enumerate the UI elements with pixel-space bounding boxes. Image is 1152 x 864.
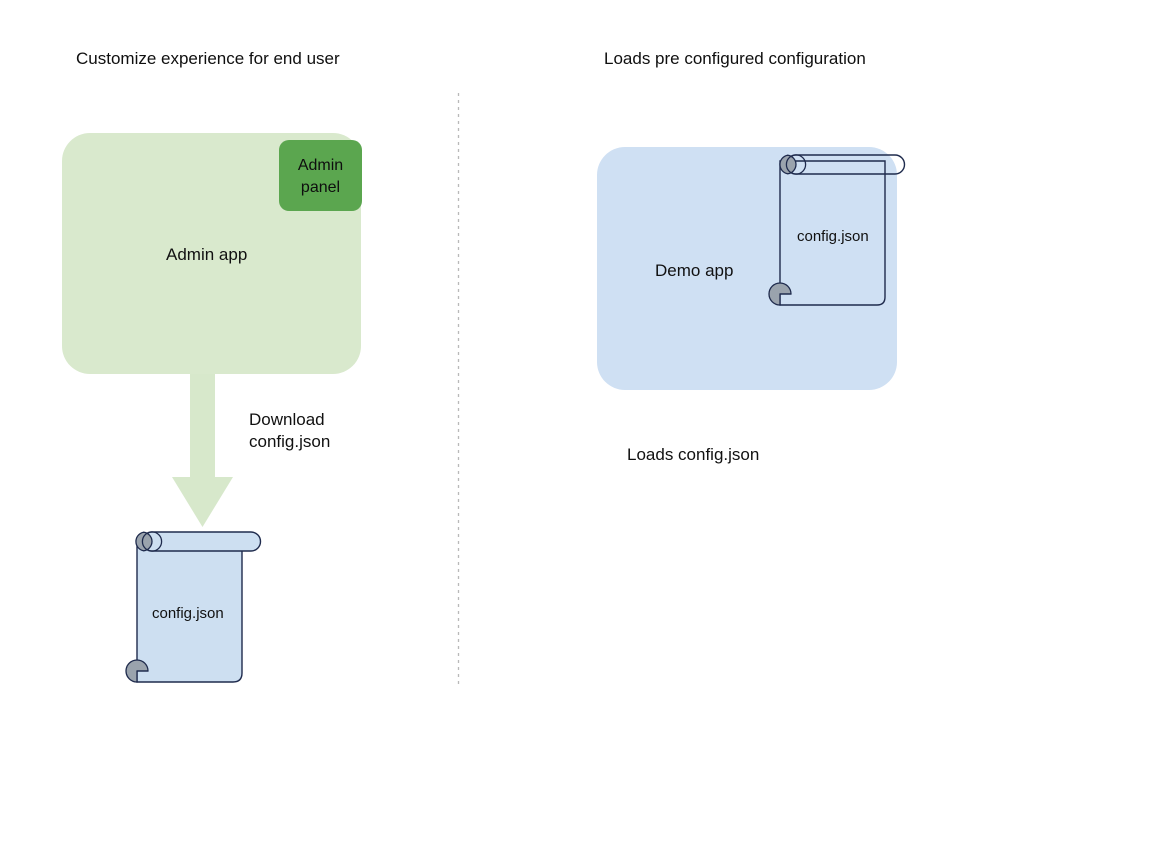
admin-app-label: Admin app [166, 245, 248, 264]
scroll-top-curl-ring [141, 531, 163, 552]
config-json-scroll-right[interactable] [768, 154, 906, 306]
scroll-top-curl [135, 531, 153, 552]
download-arrow-label-line1: Download [249, 410, 325, 429]
admin-panel-badge-line2: panel [300, 179, 341, 196]
download-arrow-label-line2: config.json [249, 432, 331, 451]
loads-config-caption: Loads config.json [627, 445, 760, 464]
download-arrow-label: Download config.json [249, 409, 330, 453]
scroll-top-curl-ring [785, 154, 807, 175]
scroll-body [779, 160, 886, 306]
scroll-top-curl [779, 154, 797, 175]
scroll-body [136, 537, 243, 683]
demo-app-card[interactable] [597, 147, 897, 390]
scroll-bottom-curl [768, 282, 792, 306]
admin-panel-badge-label: Admin panel [279, 155, 362, 199]
download-arrow-icon [172, 374, 233, 527]
config-json-scroll-left[interactable] [125, 531, 262, 683]
admin-panel-badge-line1: Admin [297, 157, 344, 174]
scroll-right-label: config.json [797, 228, 869, 245]
right-column-heading: Loads pre configured configuration [604, 49, 866, 68]
left-column-heading: Customize experience for end user [76, 49, 340, 68]
admin-panel-badge[interactable] [279, 140, 362, 211]
scroll-bottom-curl [125, 659, 149, 683]
scroll-top-roll [141, 531, 262, 552]
scroll-left-label: config.json [152, 605, 224, 622]
demo-app-label: Demo app [655, 261, 734, 280]
